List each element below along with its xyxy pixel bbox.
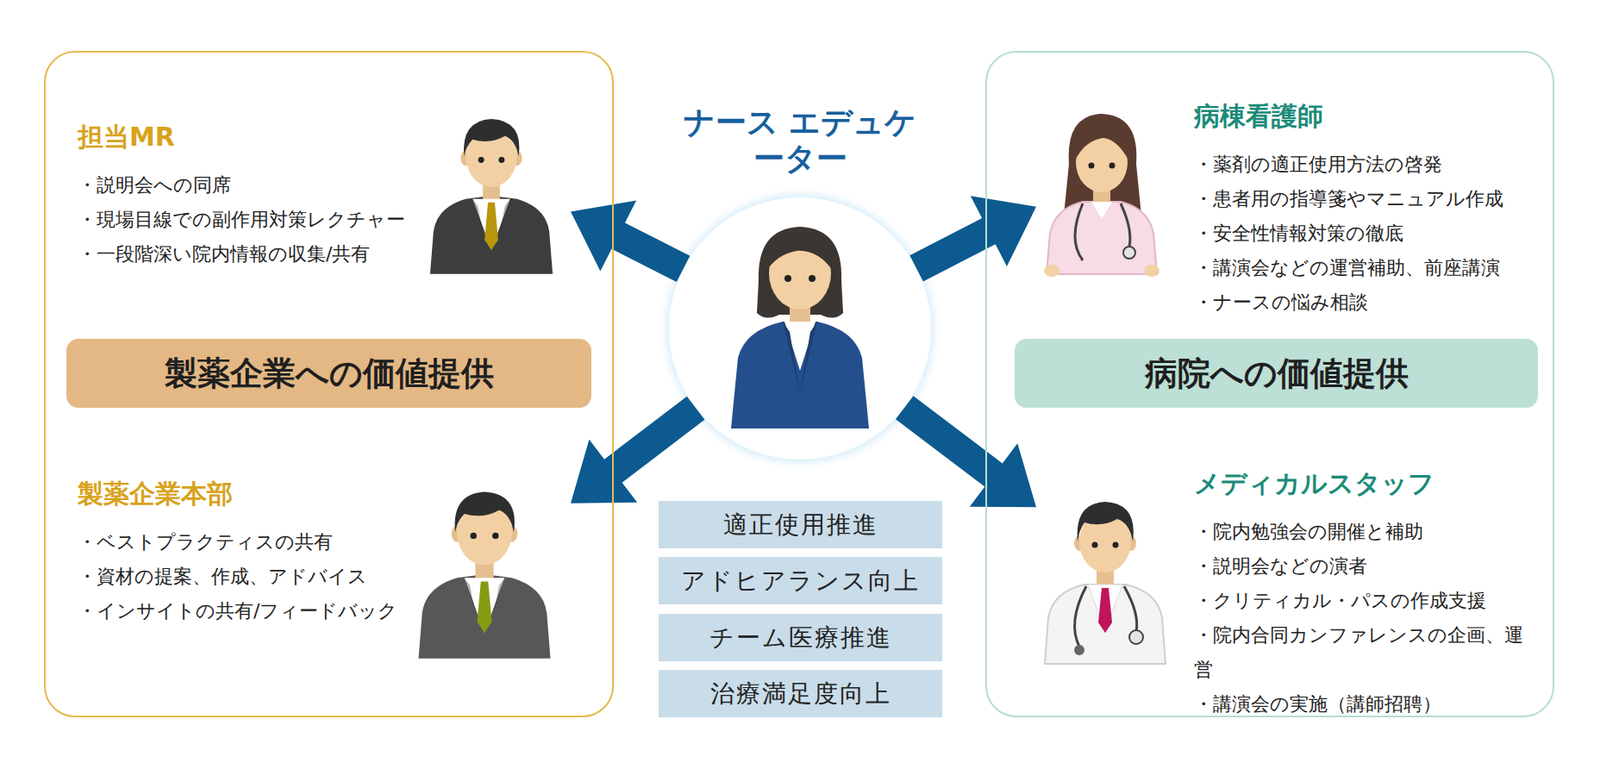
role-heading: メディカルスタッフ — [1193, 466, 1541, 501]
mr-person — [430, 118, 553, 275]
educator-person-part — [782, 321, 800, 393]
doctor-person — [1044, 501, 1166, 664]
bullet-item: ・安全性情報対策の徹底 — [1193, 216, 1541, 251]
connector-arrow — [570, 396, 705, 504]
box-label: 治療満足度向上 — [710, 677, 892, 711]
bullet-item: ・院内合同カンファレンスの企画、運営 — [1193, 618, 1541, 688]
center-title: ナース エデュケーター — [668, 104, 932, 177]
band-label: 製薬企業への価値提供 — [164, 351, 494, 396]
hq-group: 製薬企業本部・ベストプラクティスの共有・資材の提案、作成、アドバイス・インサイト… — [70, 476, 571, 667]
connector-arrow — [909, 195, 1037, 282]
box-label: 適正使用推進 — [723, 508, 879, 542]
bullet-item: ・現場目線での副作用対策レクチャー — [77, 202, 457, 238]
nurse-person-part — [1091, 201, 1113, 219]
nurse-person — [1043, 113, 1160, 277]
connector-arrow — [570, 200, 690, 283]
mr-group: 担当MR ・説明会への同席・現場目線での副作用対策レクチャー・一段階深い院内情報の… — [70, 119, 571, 284]
bullet-item: ・院内勉強会の開催と補助 — [1193, 514, 1541, 550]
band-label: 病院への価値提供 — [1144, 351, 1409, 396]
hq-person-part — [418, 491, 551, 658]
mr-person-part — [430, 118, 553, 275]
bullet-item: ・資材の提案、作成、アドバイス — [77, 559, 457, 594]
educator-person-part — [767, 233, 835, 274]
bullet-item: ・講演会の実施（講師招聘） — [1193, 687, 1541, 722]
nurse-person-part — [1075, 203, 1083, 261]
doctor-person-part — [1074, 644, 1085, 656]
doctor-person-part — [1075, 586, 1087, 647]
educator-person — [731, 226, 869, 429]
nurse-person-part — [1046, 201, 1157, 275]
company-panel: 担当MR ・説明会への同席・現場目線での副作用対策レクチャー・一段階深い院内情報の… — [43, 50, 614, 718]
doctor-person-part — [1044, 584, 1166, 664]
educator-circle — [665, 193, 935, 463]
doctor-person-part — [1112, 542, 1119, 549]
hq-person — [418, 491, 551, 658]
doctor-person-part — [1129, 630, 1144, 644]
bullet-item: ・患者用の指導箋やマニュアル作成 — [1193, 181, 1541, 217]
goal-box: 治療満足度向上 — [658, 669, 943, 718]
bullet-item: ・インサイトの共有/フィードバック — [77, 593, 457, 629]
goal-box: チーム医療推進 — [658, 613, 943, 662]
role-heading: 病棟看護師 — [1193, 99, 1541, 134]
value-band: 製薬企業への価値提供 — [66, 338, 592, 408]
bullet-item: ・ベストプラクティスの共有 — [77, 525, 457, 560]
nurse-person-part — [1043, 264, 1060, 277]
nurse-person-part — [1123, 246, 1136, 259]
nurse-person-part — [1120, 203, 1131, 247]
doctor-person-part — [1098, 587, 1113, 633]
role-heading: 担当MR — [77, 119, 571, 155]
value-band: 病院への価値提供 — [1014, 338, 1538, 408]
doctor-person-part — [1077, 501, 1134, 542]
educator-person-part — [756, 226, 844, 319]
goal-box: 適正使用推進 — [658, 500, 943, 549]
educator-circle-part — [665, 193, 935, 463]
nurse-person-part — [1109, 162, 1116, 169]
bullet-item: ・ナースの悩み相談 — [1193, 285, 1541, 320]
connector-arrow — [895, 395, 1037, 507]
hospital-panel: 病棟看護師・薬剤の適正使用方法の啓発・患者用の指導箋やマニュアル作成・安全性情報… — [985, 50, 1555, 718]
staff-group: メディカルスタッフ・院内勉強会の開催と補助・説明会などの演者・クリティカル・パス… — [1036, 466, 1541, 722]
bullet-item: ・クリティカル・パスの作成支援 — [1193, 583, 1541, 619]
goal-box: アドヒアランス向上 — [658, 556, 943, 605]
box-label: アドヒアランス向上 — [681, 564, 920, 598]
educator-circle-part — [668, 197, 932, 460]
bullet-item: ・説明会などの演者 — [1193, 549, 1541, 584]
nurse-person-part — [1075, 124, 1128, 159]
bullet-item: ・講演会などの運営補助、前座講演 — [1193, 250, 1541, 286]
educator-person-part — [808, 275, 816, 282]
role-heading: 製薬企業本部 — [77, 476, 571, 512]
nurse-person-part — [1143, 264, 1160, 277]
educator-node: ナース エデュケーター — [668, 197, 932, 460]
nurse-person-part — [1088, 162, 1095, 169]
educator-person-part — [731, 321, 869, 429]
bullet-item: ・薬剤の適正使用方法の啓発 — [1193, 147, 1541, 182]
doctor-person-part — [1124, 586, 1138, 632]
doctor-person-part — [1092, 542, 1099, 549]
box-label: チーム医療推進 — [709, 621, 893, 655]
educator-person-part — [800, 321, 818, 393]
bullet-item: ・一段階深い院内情報の収集/共有 — [77, 237, 457, 272]
nurse-group: 病棟看護師・薬剤の適正使用方法の啓発・患者用の指導箋やマニュアル作成・安全性情報… — [1036, 99, 1541, 324]
educator-person-part — [784, 275, 792, 282]
bullet-item: ・説明会への同席 — [77, 168, 457, 203]
nurse-person-part — [1063, 113, 1142, 216]
